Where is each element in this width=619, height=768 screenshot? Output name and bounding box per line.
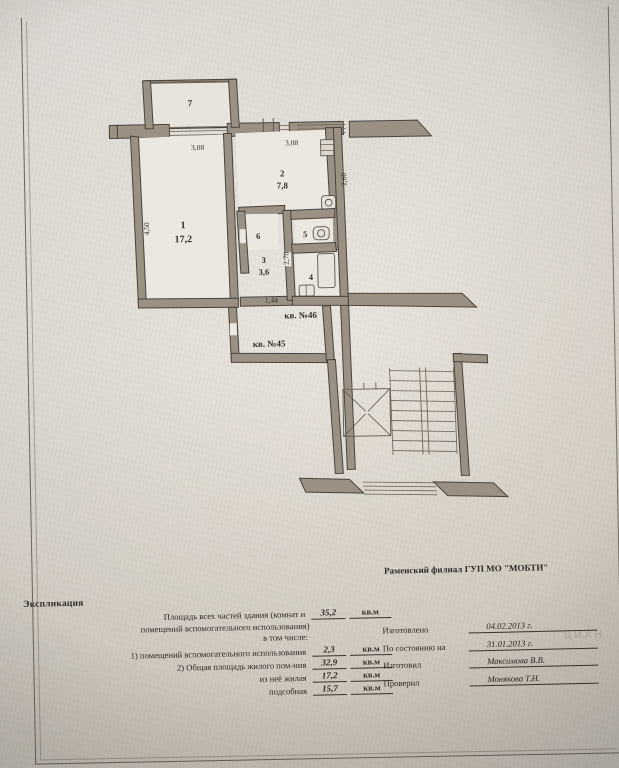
elevator-shaft bbox=[342, 382, 392, 438]
signature-row-author: Изготовил Максимова В.В. bbox=[383, 652, 599, 671]
explication-value-total: 35,2 bbox=[311, 606, 346, 620]
room-area-3: 3,6 bbox=[258, 267, 269, 277]
signature-key-asof: По состоянию на bbox=[382, 641, 446, 653]
signature-value-made: 04.02.2013 г. bbox=[486, 620, 533, 632]
room-number-3: 3 bbox=[261, 255, 265, 265]
room-number-4: 4 bbox=[309, 272, 314, 282]
explication-unit-total: кв.м bbox=[349, 606, 392, 619]
signature-key-checker: Проверил bbox=[383, 677, 420, 688]
explication-value-utility: 15,7 bbox=[312, 683, 348, 696]
room-5 bbox=[290, 208, 338, 254]
signature-value-checker: Монякова Т.Н. bbox=[487, 672, 541, 684]
room-number-2: 2 bbox=[280, 168, 285, 178]
room-number-1: 1 bbox=[180, 220, 185, 231]
signature-row-checker: Проверил Монякова Т.Н. bbox=[383, 670, 599, 688]
signature-key-author: Изготовил bbox=[383, 659, 422, 671]
signature-row-asof: По состоянию на 31.01.2013 г. bbox=[383, 635, 598, 653]
signature-line-made: 04.02.2013 г. bbox=[468, 617, 598, 634]
explication-value-living: 17,2 bbox=[312, 670, 347, 683]
signature-block: Изготовлено 04.02.2013 г. По состоянию н… bbox=[382, 617, 599, 693]
room-number-6: 6 bbox=[256, 231, 260, 241]
signature-value-asof: 31.01.2013 г. bbox=[486, 637, 534, 649]
plan-labels: 7 1 17,2 2 7,8 3 3,6 4 5 6 3,08 3,08 1,4… bbox=[142, 98, 348, 349]
apartment-label-45: кв. №45 bbox=[253, 338, 286, 349]
room-area-2: 7,8 bbox=[277, 180, 289, 190]
dimension-corridor-vertical: 2,70 bbox=[282, 252, 291, 266]
dimension-top-right: 3,08 bbox=[285, 138, 299, 147]
room-1 bbox=[129, 132, 239, 309]
dimension-bottom: 1,44 bbox=[265, 296, 279, 305]
room-number-7: 7 bbox=[188, 98, 193, 108]
dimension-room2-vertical: 2,60 bbox=[339, 172, 348, 186]
apartment-label-46: кв. №46 bbox=[284, 310, 317, 321]
explication-value-auxiliary: 2,3 bbox=[311, 644, 347, 657]
dimension-room1-vertical: 4,50 bbox=[142, 222, 151, 236]
explication-value-total-dwelling: 32,9 bbox=[312, 657, 347, 670]
dimension-top-left: 3,08 bbox=[191, 143, 205, 152]
stairs bbox=[389, 367, 458, 456]
room-number-5: 5 bbox=[303, 229, 307, 239]
signature-line-checker: Монякова Т.Н. bbox=[469, 670, 599, 686]
stairwell bbox=[298, 352, 510, 498]
room-4 bbox=[295, 253, 339, 299]
floor-plan-drawing: 7 1 17,2 2 7,8 3 3,6 4 5 6 3,08 3,08 1,4… bbox=[108, 78, 510, 498]
signature-line-author: Максимова В.В. bbox=[469, 652, 599, 669]
signature-value-author: Максимова В.В. bbox=[487, 654, 546, 667]
explication-block: Экспликация Площадь всех частей здания (… bbox=[21, 592, 394, 703]
signature-key-made: Изготовлено bbox=[382, 624, 429, 636]
room-area-1: 17,2 bbox=[174, 234, 192, 245]
signature-line-asof: 31.01.2013 г. bbox=[468, 635, 598, 651]
